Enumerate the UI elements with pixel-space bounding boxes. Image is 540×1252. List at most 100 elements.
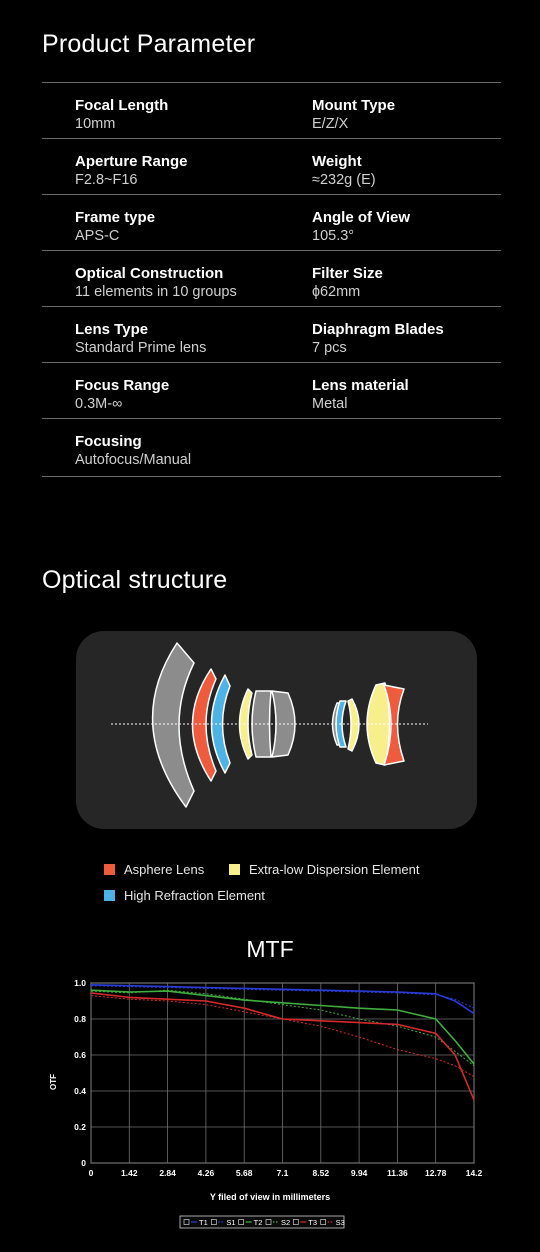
param-value: Standard Prime lens [75,340,207,356]
param-diaphragm-blades: Diaphragm Blades 7 pcs [312,321,444,357]
legend-swatch [229,864,240,875]
mtf-x-tick-label: 5.68 [236,1168,253,1178]
mtf-legend-label: T1 [199,1218,208,1227]
param-value: Metal [312,396,348,412]
mtf-x-tick-label: 4.26 [198,1168,215,1178]
param-aperture-range: Aperture Range F2.8~F16 [75,153,188,189]
mtf-title: MTF [246,936,294,962]
param-value: Autofocus/Manual [75,452,192,468]
mtf-legend-checkbox [210,1219,217,1225]
mtf-legend-checkbox [183,1219,190,1225]
mtf-chart: 0 1.42 2.84 4.26 5.68 7.1 8.52 9.94 11.36 12.78 14… [49,978,483,1229]
legend-swatch [104,864,115,875]
lens-element-2-asphere [191,668,217,782]
mtf-x-tick-label: 12.78 [425,1168,447,1178]
mtf-x-tick-label: 9.94 [351,1168,368,1178]
param-row: Lens Type Standard Prime lens Diaphragm … [42,307,501,363]
mtf-legend-checkbox [265,1219,272,1225]
lens-element-1 [151,642,195,808]
mtf-x-tick-label: 0 [89,1168,94,1178]
mtf-legend-checkbox [292,1219,299,1225]
lens-element-9-ed [347,698,360,752]
mtf-series-T2 [90,989,475,1065]
optical-structure-title: Optical structure [42,566,228,594]
param-value: APS-C [75,228,120,244]
param-row: Focusing Autofocus/Manual [42,419,501,477]
param-lens-material: Lens material Metal [312,377,409,413]
param-label: Angle of View [312,209,411,226]
param-label: Focal Length [75,97,169,114]
mtf-legend-label: T3 [308,1218,317,1227]
param-angle-of-view: Angle of View 105.3° [312,209,410,245]
param-row: Aperture Range F2.8~F16 Weight ≈232g (E) [42,139,501,195]
param-row: Optical Construction 11 elements in 10 g… [42,251,501,307]
mtf-legend-label: S2 [281,1218,290,1227]
param-label: Focusing [75,433,142,450]
legend-high-refraction: High Refraction Element [104,888,265,903]
product-parameter-title: Product Parameter [42,30,256,58]
lens-element-10-ed [366,682,391,766]
param-lens-type: Lens Type Standard Prime lens [75,321,206,357]
mtf-legend-label: S3 [336,1218,345,1227]
param-frame-type: Frame type APS-C [75,209,155,245]
param-label: Aperture Range [75,153,188,170]
lens-element-5 [251,690,272,758]
optical-structure-diagram [76,631,477,829]
mtf-legend-checkbox [238,1219,245,1225]
param-value: 105.3° [312,228,355,244]
param-row: Focal Length 10mm Mount Type E/Z/X [42,83,501,139]
param-value: ≈232g (E) [312,172,376,188]
legend-label: Asphere Lens [124,862,205,877]
param-label: Filter Size [312,265,383,282]
param-row: Frame type APS-C Angle of View 105.3° [42,195,501,251]
mtf-x-tick-label: 8.52 [313,1168,330,1178]
param-value: 10mm [75,116,116,132]
param-row: Focus Range 0.3M-∞ Lens material Metal [42,363,501,419]
mtf-x-tick-label: 14.2 [466,1168,483,1178]
mtf-series-S2 [90,989,475,1067]
param-value: 11 elements in 10 groups [75,284,237,300]
param-value: 0.3M-∞ [75,396,123,412]
param-filter-size: Filter Size ɸ62mm [312,265,383,301]
param-label: Focus Range [75,377,170,394]
lens-element-4-ed [238,688,253,760]
mtf-legend-label: T2 [254,1218,263,1227]
mtf-x-tick-label: 2.84 [159,1168,176,1178]
legend-label: High Refraction Element [124,888,265,903]
mtf-x-axis-label: Y filed of view in millimeters [210,1192,330,1202]
param-value: 7 pcs [312,340,347,356]
mtf-y-tick-label: 0 [81,1158,86,1168]
param-value: ɸ62mm [312,284,361,300]
mtf-legend-box [179,1215,345,1229]
param-label: Weight [312,153,362,170]
param-value: E/Z/X [312,116,349,132]
mtf-y-tick-label: 0.2 [74,1122,86,1132]
mtf-x-tick-label: 11.36 [387,1168,408,1178]
param-value: F2.8~F16 [75,172,138,188]
param-label: Lens Type [75,321,149,338]
mtf-legend-label: S1 [226,1218,235,1227]
legend-asphere: Asphere Lens [104,862,204,877]
param-label: Frame type [75,209,156,226]
legend-label: Extra-low Dispersion Element [249,862,420,877]
mtf-series-S3 [90,995,475,1078]
mtf-y-tick-label: 0.8 [74,1014,86,1024]
lens-element-11-asphere [383,684,405,766]
param-mount-type: Mount Type E/Z/X [312,97,395,133]
param-focusing: Focusing Autofocus/Manual [75,433,191,469]
parameter-table: Focal Length 10mm Mount Type E/Z/X Apert… [42,82,501,477]
mtf-x-tick-label: 1.42 [121,1168,138,1178]
mtf-y-tick-label: 0.4 [74,1086,86,1096]
mtf-legend-checkbox [320,1219,327,1225]
param-label: Diaphragm Blades [312,321,444,338]
legend-ed: Extra-low Dispersion Element [229,862,420,877]
param-weight: Weight ≈232g (E) [312,153,376,189]
param-focus-range: Focus Range 0.3M-∞ [75,377,169,413]
legend-swatch [104,890,115,901]
mtf-y-tick-label: 1.0 [74,978,86,988]
mtf-y-tick-label: 0.6 [74,1050,86,1060]
param-optical-construction: Optical Construction 11 elements in 10 g… [75,265,237,301]
lens-diagram-svg [111,642,428,808]
mtf-x-tick-label: 7.1 [277,1168,289,1178]
mtf-series-T3 [90,992,475,1101]
